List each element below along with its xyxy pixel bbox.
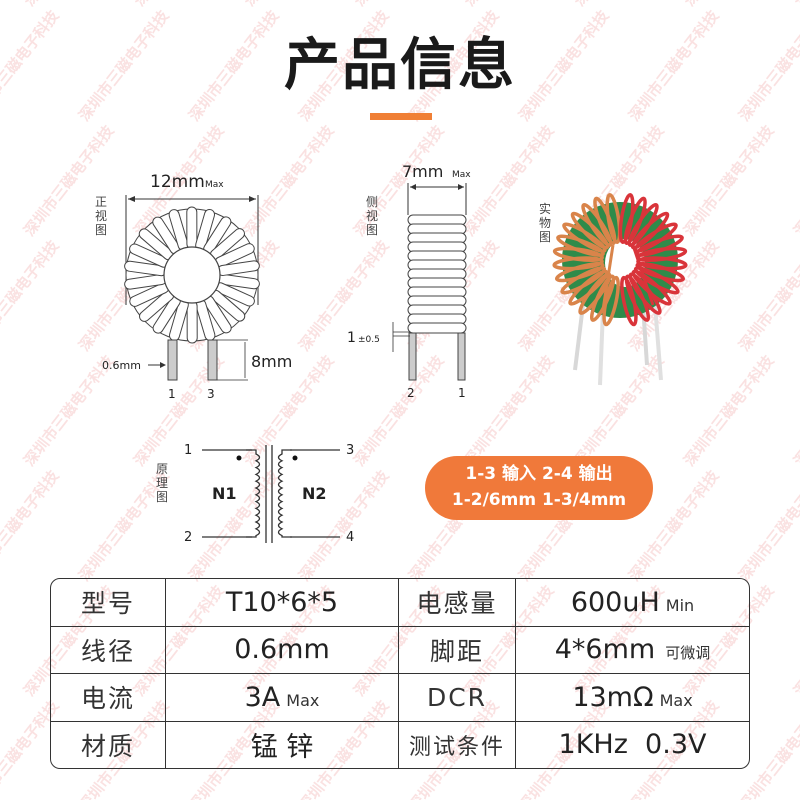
schematic-label: 原理图 [155,462,168,504]
front-width-dim: 12mm [150,172,205,192]
spec-suffix: Max [286,690,320,710]
spec-label: 材质 [50,721,166,769]
side-view-label: 侧视图 [365,195,378,237]
photo-label: 实物图 [538,202,551,244]
front-pin-1: 1 [168,387,176,401]
spec-value: 13mΩ [572,681,654,713]
schem-pin-1: 1 [184,443,192,458]
spec-value-cell: 锰 锌 [166,721,399,769]
spec-label: 型号 [50,578,166,627]
spec-value-cell: 4*6mm 可微调 [516,626,750,674]
spec-value-cell: T10*6*5 [166,578,399,627]
spec-value: 1KHz 0.3V [558,729,707,761]
spec-value: 600uH [570,586,660,618]
pin-note-badge: 1-3 输入 2-4 输出 1-2/6mm 1-3/4mm [425,456,653,520]
table-row: 线径 0.6mm 脚距 4*6mm 可微调 [50,626,750,674]
standoff-dim: 1 [347,330,356,346]
spec-label: 电流 [50,674,166,722]
side-pin-1: 1 [458,386,466,400]
standoff-tolerance: ±0.5 [358,335,380,345]
pin-length-dim: 8mm [251,352,292,371]
spec-value: 4*6mm [554,634,656,666]
toroid-front-icon [124,206,260,344]
front-view-label: 正视图 [94,195,107,237]
front-pin-3: 3 [207,387,215,401]
spec-value-cell: 0.6mm [166,626,399,674]
spec-label: 脚距 [399,626,516,674]
schem-pin-3: 3 [346,443,354,458]
schematic-diagram: 1 2 3 4 N1 N2 [184,443,354,545]
spec-suffix: 可微调 [665,644,711,663]
front-width-suffix: Max [205,180,224,190]
pin-note-line1: 1-3 输入 2-4 输出 [465,464,613,484]
polarity-dot-left [236,455,242,461]
spec-value: 3A [244,681,281,713]
side-width-dim: 7mm [402,162,443,181]
side-view-diagram: 7mm Max 1 ±0.5 2 1 [347,162,471,400]
inductor-photo [552,193,688,386]
front-view-diagram: 12mm Max 8mm 0.6mm 1 3 [102,172,292,401]
side-pin-2: 2 [407,386,415,400]
spec-value-cell: 1KHz 0.3V [516,721,750,769]
coil-n1-label: N1 [212,484,237,503]
spec-suffix: Min [665,595,695,615]
spec-label: DCR [399,674,516,722]
spec-label: 线径 [50,626,166,674]
schem-pin-2: 2 [184,530,192,545]
coil-n2-label: N2 [302,484,327,503]
spec-value: 锰 锌 [250,732,314,764]
title-accent-bar [370,113,432,120]
page-title: 产品信息 [284,33,516,98]
spec-suffix: Max [659,690,693,710]
table-row: 材质 锰 锌 测试条件 1KHz 0.3V [50,721,750,769]
spec-label: 电感量 [399,578,516,627]
side-width-suffix: Max [452,170,471,180]
pin-note-line2: 1-2/6mm 1-3/4mm [451,490,627,510]
polarity-dot-right [292,455,298,461]
spec-value: 0.6mm [234,634,330,666]
spec-label: 测试条件 [399,721,516,769]
schem-pin-4: 4 [346,530,354,545]
pin-diameter-dim: 0.6mm [102,359,141,372]
side-coil-icon [407,214,467,334]
spec-value: T10*6*5 [225,586,339,618]
